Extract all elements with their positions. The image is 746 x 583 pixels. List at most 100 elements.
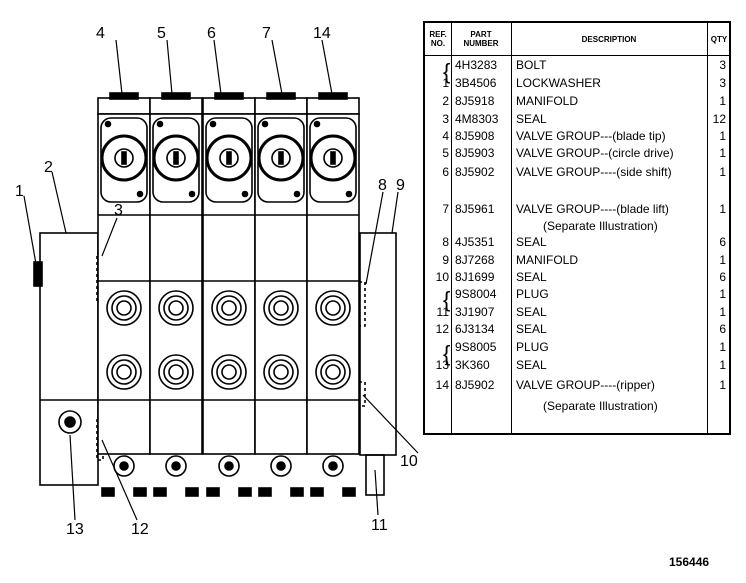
description: VALVE GROUP---(blade tip)	[516, 130, 666, 143]
ref-number: 1	[442, 76, 449, 90]
part-number: 8J7268	[455, 253, 495, 267]
port-bore	[221, 300, 237, 316]
part-number: 3B4506	[455, 76, 497, 90]
callout-11: 11	[371, 517, 388, 534]
callout-4: 4	[96, 25, 105, 42]
part-number: 8J5908	[455, 129, 495, 143]
header-qty: QTY	[710, 34, 728, 44]
description: SEAL	[516, 236, 547, 249]
quantity: 6	[719, 322, 726, 336]
part-number: 4H3283	[455, 58, 498, 72]
part-number: 4M8303	[455, 112, 499, 126]
part-number: 8J1699	[455, 270, 495, 284]
description: VALVE GROUP----(blade lift)	[516, 203, 669, 216]
left-manifold	[39, 232, 99, 486]
ref-number: 9	[442, 253, 449, 267]
part-number: 8J5903	[455, 146, 495, 160]
quantity: 1	[719, 340, 726, 354]
quantity: 3	[719, 76, 726, 90]
port-bore	[273, 364, 289, 380]
note-separate-illustration-14: (Separate Illustration)	[543, 399, 658, 413]
header-ref: REF.NO.	[429, 30, 447, 48]
callout-1: 1	[15, 183, 24, 200]
valve-top-cap	[306, 97, 360, 115]
description: SEAL	[516, 113, 547, 126]
ref-number: 7	[442, 202, 449, 216]
description: SEAL	[516, 306, 547, 319]
callout-2: 2	[44, 159, 53, 176]
quantity: 1	[719, 202, 726, 216]
ref-number: 5	[442, 146, 449, 160]
quantity: 1	[719, 94, 726, 108]
part-number: 6J3134	[455, 322, 495, 336]
left-plug	[58, 410, 82, 434]
left-manifold-end	[33, 261, 43, 287]
callout-7: 7	[262, 25, 271, 42]
note-separate-illustration-7: (Separate Illustration)	[543, 219, 658, 233]
description: SEAL	[516, 359, 547, 372]
quantity: 6	[719, 235, 726, 249]
port-bore	[116, 300, 132, 316]
callout-5: 5	[157, 25, 166, 42]
valve-top-cap	[254, 97, 308, 115]
description: MANIFOLD	[516, 95, 579, 108]
valve-top-lug	[266, 92, 296, 100]
quantity: 1	[719, 129, 726, 143]
valve-top-cap	[149, 97, 203, 115]
part-number: 8J5961	[455, 202, 495, 216]
port-bore	[116, 364, 132, 380]
callout-9: 9	[396, 177, 405, 194]
quantity: 1	[719, 358, 726, 372]
quantity: 1	[719, 378, 726, 392]
callout-6: 6	[207, 25, 216, 42]
quantity: 1	[719, 305, 726, 319]
quantity: 1	[719, 287, 726, 301]
port-bore	[273, 300, 289, 316]
ref-number: 13	[435, 358, 449, 372]
valve-top-cap	[202, 97, 256, 115]
port-bore	[168, 364, 184, 380]
right-manifold	[359, 232, 397, 456]
ref-number: 6	[442, 165, 449, 179]
ref-number: 4	[442, 129, 449, 143]
ref-number: 8	[442, 235, 449, 249]
part-number: 3K360	[455, 358, 490, 372]
callout-3: 3	[114, 202, 123, 219]
port-bore	[168, 300, 184, 316]
callout-8: 8	[378, 177, 387, 194]
port-bore	[325, 364, 341, 380]
part-number: 8J5918	[455, 94, 495, 108]
brace-ref-1: {	[443, 59, 451, 84]
part-number: 3J1907	[455, 305, 495, 319]
callout-12: 12	[131, 521, 149, 538]
valve-top-cap	[97, 97, 151, 115]
valve-top-lug	[214, 92, 244, 100]
description: SEAL	[516, 323, 547, 336]
figure-number: 156446	[669, 555, 710, 569]
callout-13: 13	[66, 521, 84, 538]
part-number: 8J5902	[455, 378, 495, 392]
description: MANIFOLD	[516, 254, 579, 267]
port-bore	[325, 300, 341, 316]
brace-ref-11: {	[443, 287, 451, 312]
description: LOCKWASHER	[516, 77, 601, 90]
description: SEAL	[516, 271, 547, 284]
callout-14: 14	[313, 25, 331, 42]
port-bore	[221, 364, 237, 380]
description: VALVE GROUP--(circle drive)	[516, 147, 674, 160]
valve-top-lug	[109, 92, 139, 100]
ref-number: 11	[436, 305, 449, 319]
brace-ref-13: {	[443, 341, 451, 366]
callout-10: 10	[400, 453, 418, 470]
part-number: 9S8005	[455, 340, 497, 354]
description: VALVE GROUP----(side shift)	[516, 166, 672, 179]
ref-number: 14	[435, 378, 449, 392]
quantity: 1	[719, 146, 726, 160]
quantity: 12	[712, 112, 726, 126]
ref-number: 12	[435, 322, 449, 336]
valve-assembly-diagram: 4 5 6 7 14 1 2 3 8 9 10 11 12 13	[15, 25, 419, 538]
description: BOLT	[516, 59, 547, 72]
quantity: 1	[719, 253, 726, 267]
